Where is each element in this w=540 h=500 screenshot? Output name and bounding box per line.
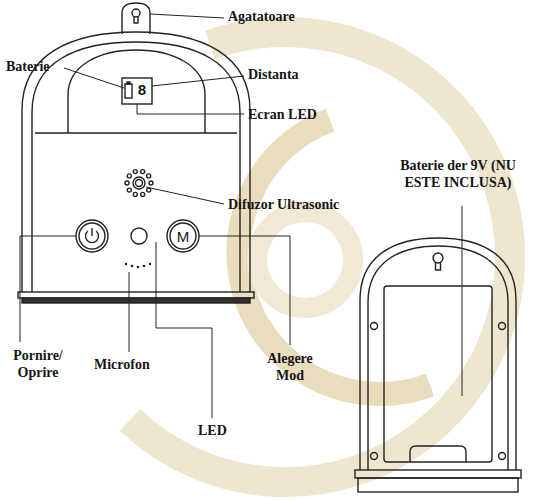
leader-line [156, 242, 212, 418]
keyhole [433, 253, 443, 263]
mic-hole [125, 263, 128, 266]
mic-hole [137, 266, 140, 269]
speaker-hole [141, 170, 145, 174]
housing-outline [360, 238, 516, 470]
speaker-hole [125, 181, 129, 185]
keyhole-slot [134, 16, 138, 23]
panel-line [35, 132, 237, 133]
part-label: Pornire/ Oprire [2, 347, 74, 381]
battery-cap [127, 82, 130, 84]
part-label: Microfon [94, 356, 150, 373]
speaker-hole [149, 181, 153, 185]
part-label: Agatatoare [228, 8, 295, 25]
watermark-arc [130, 32, 510, 482]
back-view [355, 238, 521, 492]
speaker-holes [125, 170, 153, 197]
speaker-hole [127, 174, 131, 178]
mic-hole [149, 263, 152, 266]
keyhole [132, 9, 140, 17]
leader-line [129, 272, 130, 352]
speaker-hole [147, 188, 151, 192]
mode-button-inner [170, 223, 196, 249]
base-foot [22, 298, 250, 303]
base-plate [18, 292, 254, 298]
watermark-ring [257, 212, 353, 308]
speaker-hole [133, 192, 137, 196]
mic-hole [131, 265, 134, 268]
power-button-inner [79, 223, 105, 249]
part-label: Baterie der 9V (NU ESTE INCLUSA) [383, 157, 533, 191]
speaker-hole [147, 174, 151, 178]
led-lamp [131, 228, 147, 244]
leader-line [137, 104, 244, 114]
leader-line [152, 76, 244, 86]
leader-lines [20, 14, 462, 418]
part-label: Baterie [6, 58, 50, 75]
leader-line [64, 68, 124, 88]
housing-inner [368, 246, 508, 470]
leader-line [462, 206, 463, 396]
speaker-hole [127, 188, 131, 192]
speaker-center-inner [136, 180, 143, 187]
mode-button [167, 220, 199, 252]
front-view [18, 3, 254, 303]
housing-outline [22, 32, 250, 292]
part-label: LED [198, 422, 227, 439]
base-plate [355, 470, 521, 478]
swirl-watermark [130, 32, 510, 482]
screw [499, 323, 506, 330]
hanger-tab [122, 3, 150, 34]
speaker-center [133, 177, 145, 189]
led-display [122, 78, 152, 104]
battery-compartment [384, 286, 492, 462]
button-letter: M [177, 228, 190, 245]
screw [371, 323, 378, 330]
leader-line [20, 236, 76, 342]
display-digit: 8 [137, 83, 146, 100]
screw [371, 453, 378, 460]
mic-hole [143, 265, 146, 268]
speaker-hole [133, 170, 137, 174]
part-label: Difuzor Ultrasonic [228, 196, 339, 213]
power-symbol-bar [91, 228, 92, 236]
keyhole-slot [436, 262, 441, 270]
leader-line [146, 187, 224, 204]
base-foot [358, 478, 518, 492]
power-button [76, 220, 108, 252]
screw [499, 453, 506, 460]
part-label: Distanta [248, 66, 299, 83]
speaker-hole [141, 192, 145, 196]
microphone-holes [125, 263, 152, 269]
part-label: Alegere Mod [255, 350, 325, 384]
leader-line [199, 236, 290, 345]
compartment-latch [410, 446, 466, 462]
screen-panel [68, 50, 205, 133]
battery-icon [125, 84, 132, 98]
part-label: Ecran LED [248, 106, 317, 123]
leader-line [150, 14, 224, 18]
